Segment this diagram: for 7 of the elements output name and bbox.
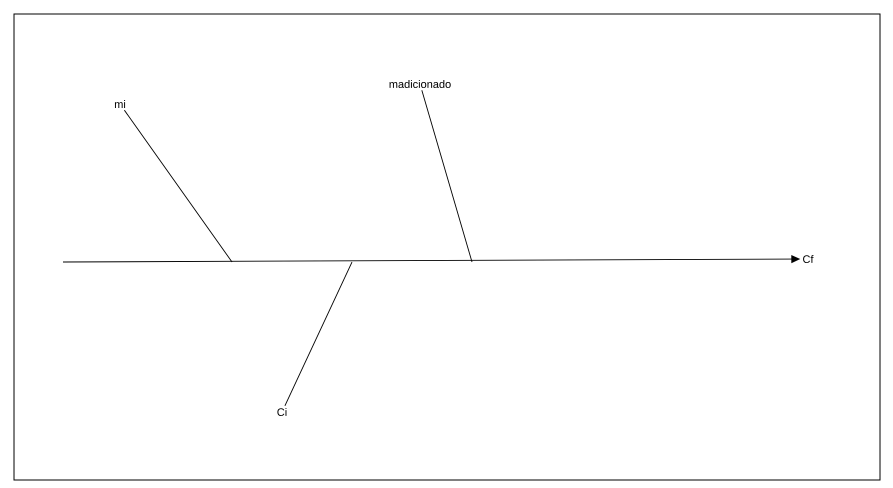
node-label: Cf <box>803 254 814 264</box>
node-label: mi <box>114 100 126 108</box>
node-label: Ci <box>277 408 286 416</box>
node-label: madicionado <box>390 80 451 88</box>
branch-line <box>284 262 352 406</box>
branch-line <box>421 90 472 262</box>
branch-line <box>124 110 232 262</box>
